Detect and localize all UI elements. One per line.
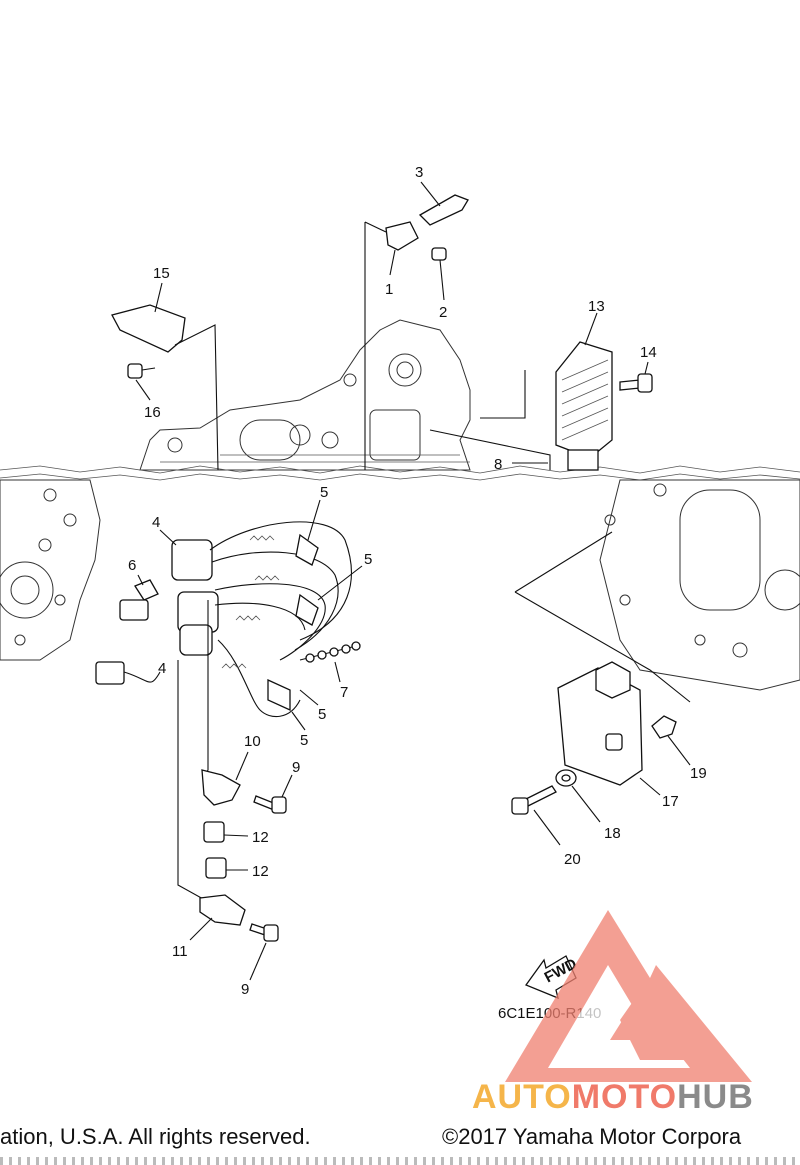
callout-10: 10 xyxy=(244,733,261,750)
torn-edge-upper xyxy=(0,465,800,474)
callout-17: 17 xyxy=(662,793,679,810)
part-4-connector xyxy=(95,661,161,685)
callout-9-upper: 9 xyxy=(292,759,300,776)
callout-6: 6 xyxy=(128,557,136,574)
part-17-ecm xyxy=(557,661,661,796)
callout-labels: 1 2 3 4 4 5 5 5 5 6 7 8 9 9 10 11 12 12 … xyxy=(128,164,707,1022)
callout-5-a: 5 xyxy=(320,484,328,501)
spring-clips xyxy=(221,535,280,669)
left-engine-block xyxy=(0,479,101,661)
callout-14: 14 xyxy=(640,344,657,361)
callout-1: 1 xyxy=(385,281,393,298)
watermark-hub: HUB xyxy=(677,1078,754,1116)
callout-13: 13 xyxy=(588,298,605,315)
part-11-bracket xyxy=(189,894,246,941)
part-3-clamp xyxy=(418,181,469,226)
right-engine-block xyxy=(599,479,800,691)
part-10-bracket xyxy=(201,751,249,806)
callout-4-lower: 4 xyxy=(158,660,166,677)
part-14-bolt xyxy=(619,361,653,393)
watermark-logo-triangle xyxy=(505,910,752,1082)
callout-20: 20 xyxy=(564,851,581,868)
scan-noise-strip xyxy=(0,1157,800,1165)
watermark-moto: MOTO xyxy=(571,1078,678,1116)
part-19-bolt xyxy=(651,715,691,766)
part-6-clamp xyxy=(119,574,159,621)
callout-12-lower: 12 xyxy=(252,863,269,880)
part-16-bolt xyxy=(127,363,156,401)
callout-8: 8 xyxy=(494,456,502,473)
callout-16: 16 xyxy=(144,404,161,421)
callout-18: 18 xyxy=(604,825,621,842)
part-18-grommet xyxy=(555,769,601,823)
callout-5-c: 5 xyxy=(318,706,326,723)
part-4-ignition-coils xyxy=(159,529,219,656)
part-9-bolt-upper xyxy=(253,774,293,814)
callout-19: 19 xyxy=(690,765,707,782)
callout-5-d: 5 xyxy=(300,732,308,749)
callout-5-b: 5 xyxy=(364,551,372,568)
upper-engine-block xyxy=(139,319,471,471)
part-9-bolt-lower xyxy=(249,923,279,981)
callout-2: 2 xyxy=(439,304,447,321)
watermark-auto: AUTO xyxy=(472,1078,572,1116)
copyright-right: ©2017 Yamaha Motor Corpora xyxy=(442,1124,742,1149)
callout-15: 15 xyxy=(153,265,170,282)
part-1-bracket xyxy=(385,221,419,276)
part-2-bolt xyxy=(431,247,447,301)
callout-4-upper: 4 xyxy=(152,514,160,531)
callout-12-upper: 12 xyxy=(252,829,269,846)
callout-9-lower: 9 xyxy=(241,981,249,998)
torn-edge-lower xyxy=(0,473,800,481)
part-12-clip-upper xyxy=(203,821,249,843)
part-20-bolt xyxy=(511,785,561,846)
part-12-clip-lower xyxy=(205,857,248,879)
callout-7: 7 xyxy=(340,684,348,701)
callout-11: 11 xyxy=(172,943,188,960)
part-13-regulator xyxy=(555,312,613,471)
callout-3: 3 xyxy=(415,164,423,181)
watermark-wordmark: AUTOMOTOHUB xyxy=(472,1078,754,1117)
part-5-plug-leads xyxy=(209,499,363,731)
part-7-band xyxy=(299,641,361,683)
part-15-bracket xyxy=(111,282,186,353)
copyright-left: ation, U.S.A. All rights reserved. xyxy=(0,1124,311,1149)
